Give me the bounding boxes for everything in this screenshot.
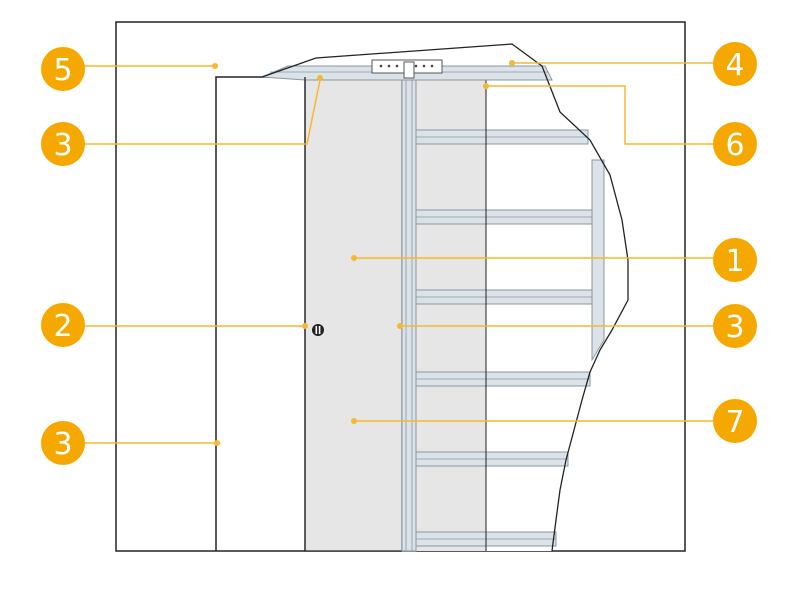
wall-cutaway-edge [261, 43, 629, 552]
leader-dot-c4-top-right [509, 60, 515, 66]
leader-dot-c1-right [351, 255, 357, 261]
leader-dot-c3-upper-left [317, 75, 323, 81]
door-panel [304, 76, 403, 552]
callout-badge [713, 399, 757, 443]
leader-line-c6-upper-right [486, 85, 714, 145]
callout-badge [41, 421, 85, 465]
frame-post [401, 71, 417, 552]
callout-badge [713, 304, 757, 348]
callout-number: 5 [53, 53, 72, 88]
leader-lines [84, 60, 714, 446]
callout-badge [41, 47, 85, 91]
callout-c2-mid-left: 2 [41, 303, 85, 347]
callout-number: 6 [725, 128, 744, 163]
leader-dot-c7-lower-right [351, 418, 357, 424]
frame-rear-stud [591, 159, 605, 362]
callout-number: 7 [725, 405, 744, 440]
callout-c7-lower-right: 7 [713, 399, 757, 443]
flush-pull-icon [312, 324, 324, 336]
callout-number: 4 [725, 48, 744, 83]
callout-c4-top-right: 4 [713, 42, 757, 86]
callout-number: 3 [725, 310, 744, 345]
leader-dot-c3-mid-right [397, 323, 403, 329]
callout-number: 2 [53, 309, 72, 344]
leader-dot-c6-upper-right [483, 83, 489, 89]
callout-c5-top-left: 5 [41, 47, 85, 91]
leader-line-c3-upper-left [84, 79, 321, 145]
callout-badge [41, 122, 85, 166]
callout-c3-mid-right: 3 [713, 304, 757, 348]
callout-badge [713, 238, 757, 282]
callout-c3-lower-left: 3 [41, 421, 85, 465]
callout-badge [41, 303, 85, 347]
callout-number: 3 [53, 427, 72, 462]
leader-dot-c2-mid-left [302, 323, 308, 329]
leader-dot-c3-lower-left [214, 440, 220, 446]
callout-c1-right: 1 [713, 238, 757, 282]
callout-badge [713, 42, 757, 86]
callout-number: 1 [725, 244, 744, 279]
callout-c6-upper-right: 6 [713, 122, 757, 166]
callout-c3-upper-left: 3 [41, 122, 85, 166]
pocket-back [416, 80, 486, 551]
wall-opening-jamb [215, 76, 305, 551]
callout-markers: 5 3 2 3 4 6 1 3 7 [41, 42, 757, 465]
callout-number: 3 [53, 128, 72, 163]
leader-dot-c5-top-left [212, 63, 218, 69]
callout-badge [713, 122, 757, 166]
